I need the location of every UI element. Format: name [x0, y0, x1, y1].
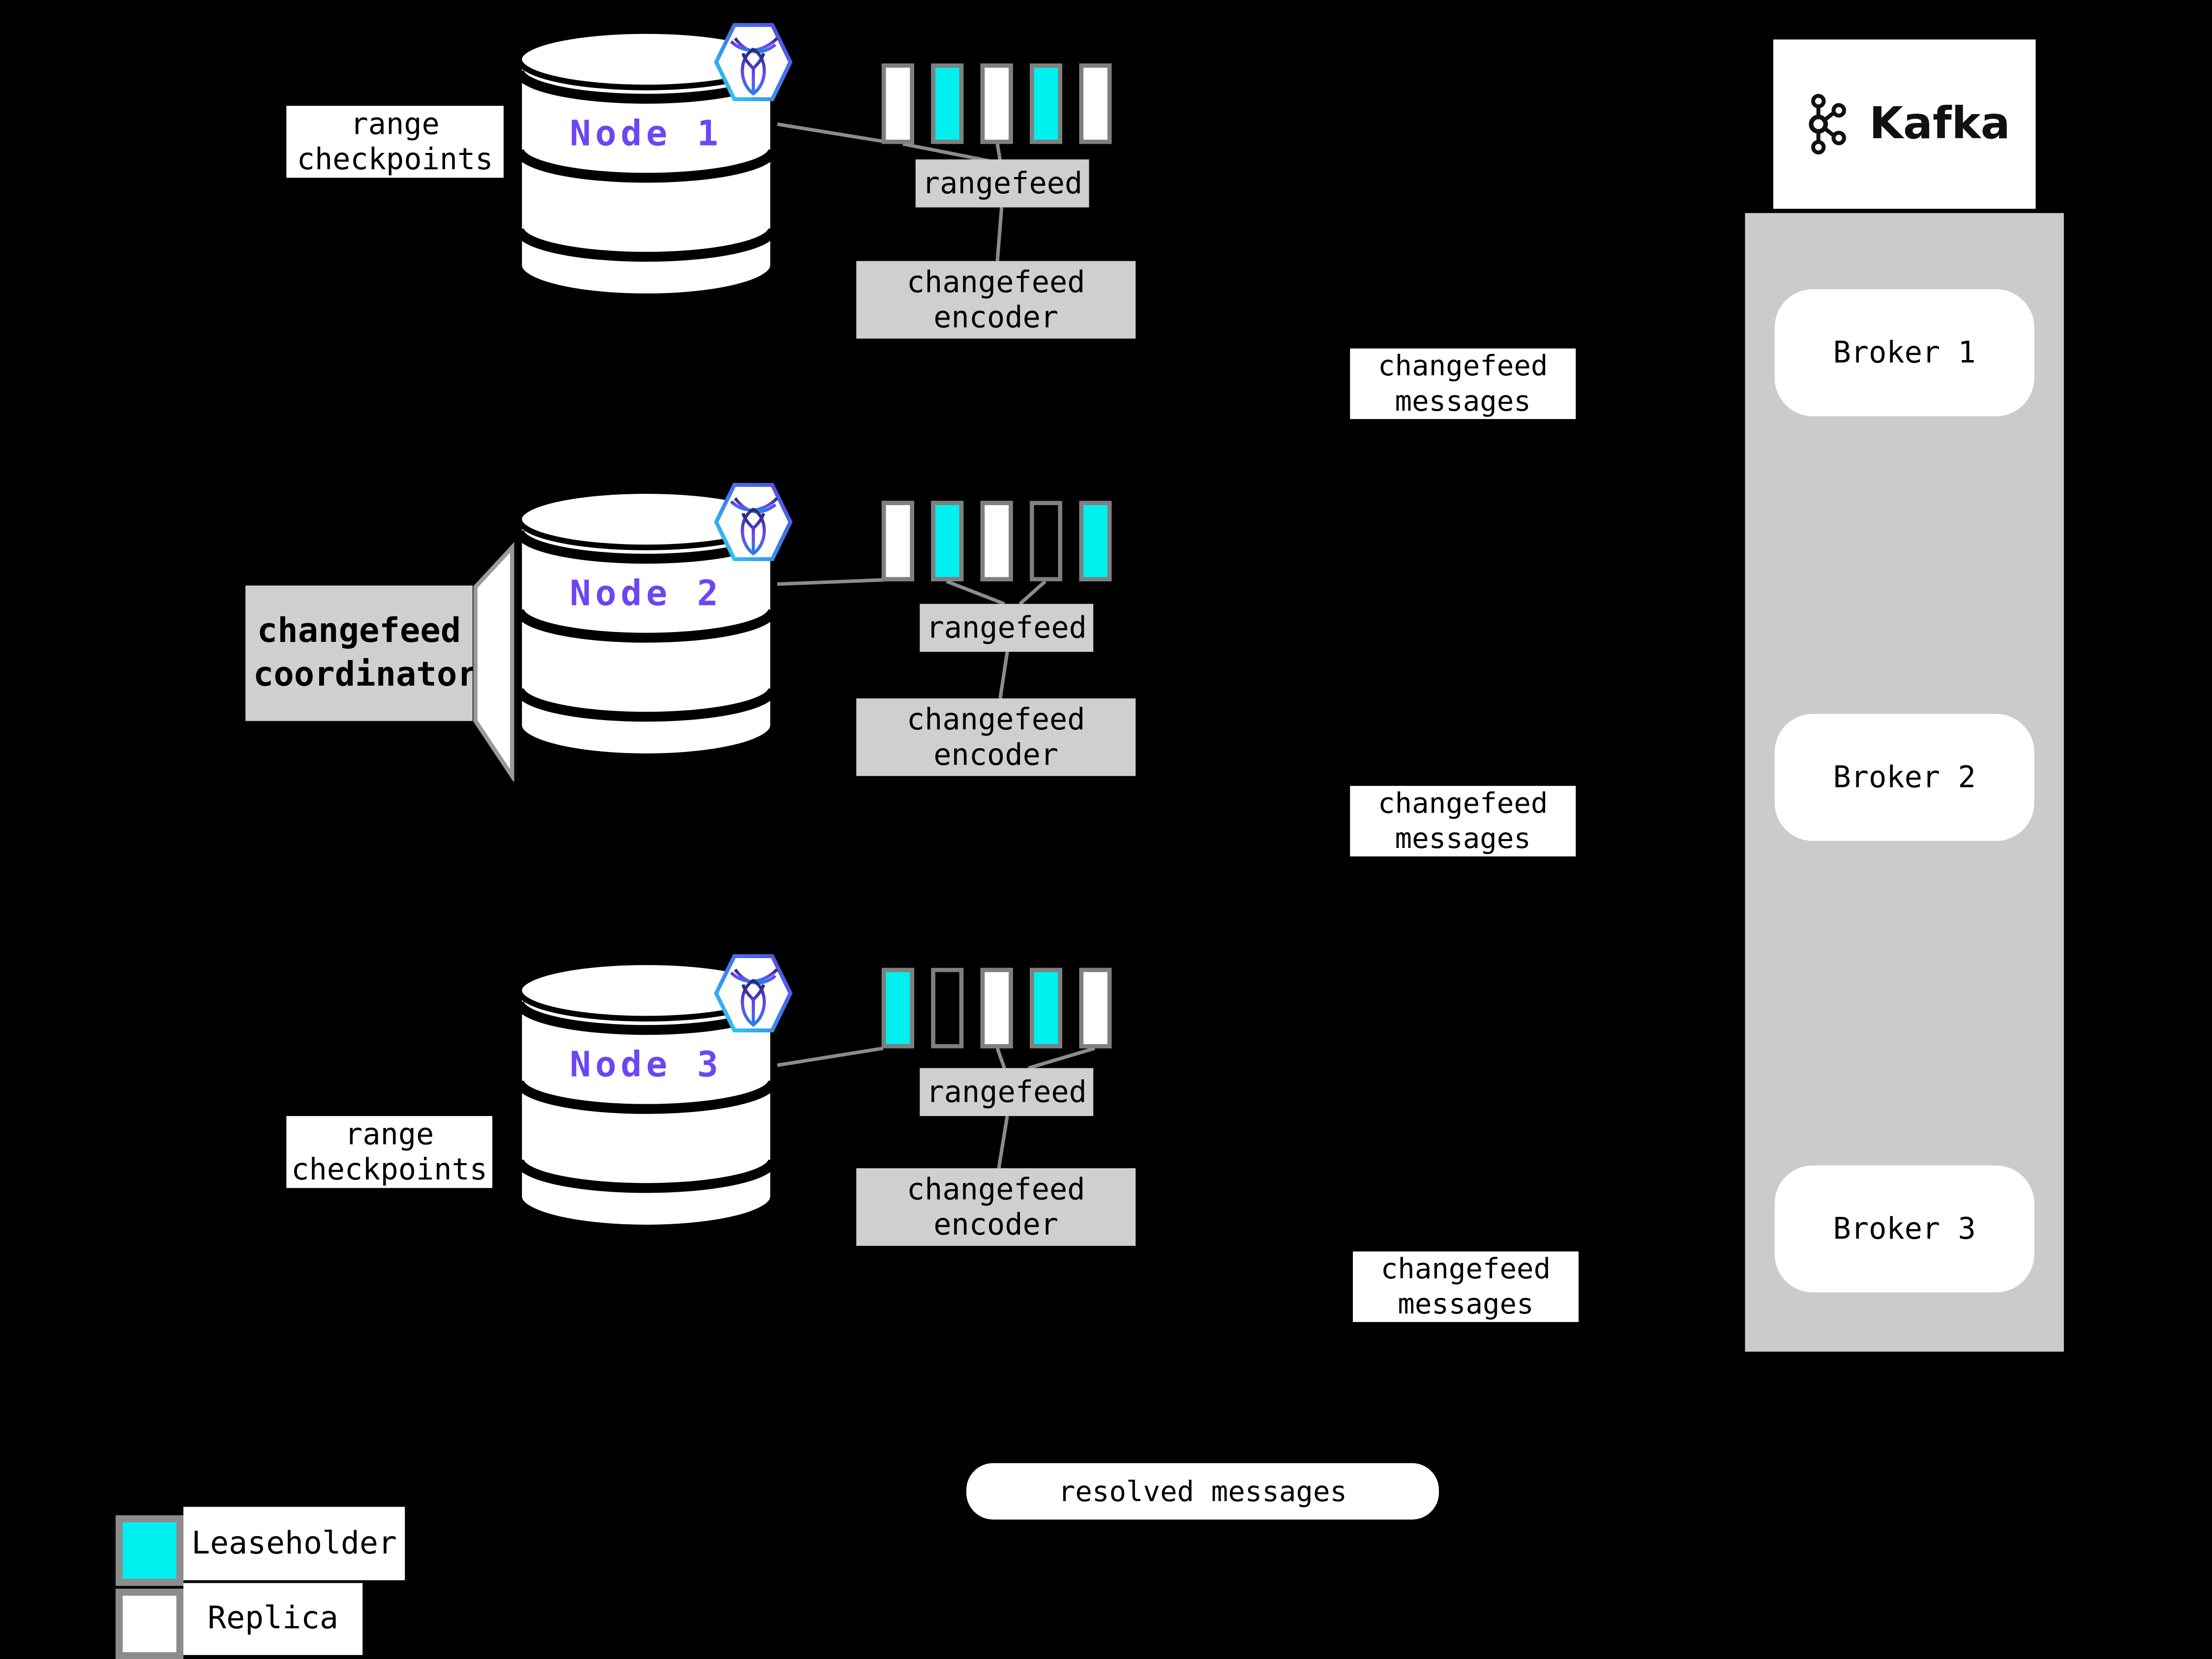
broker-label: Broker 3: [1833, 1212, 1976, 1246]
node2-label: Node 2: [569, 573, 723, 614]
node1-ranges: [881, 63, 1114, 144]
legend-leaseholder-swatch: [116, 1515, 183, 1586]
range-cell: [931, 967, 964, 1049]
legend-replica-label: Replica: [183, 1583, 363, 1655]
node3-rangefeed-box: rangefeed: [920, 1068, 1094, 1116]
encoder-text: changefeed encoder: [906, 264, 1085, 334]
node3-label: Node 3: [569, 1044, 723, 1085]
messages-text: changefeed messages: [1377, 348, 1548, 418]
range-cell: [1079, 967, 1112, 1049]
range-checkpoints-label-node1: range checkpoints: [286, 106, 504, 178]
broker-1: Broker 1: [1774, 289, 2034, 417]
range-cell: [931, 501, 964, 581]
node1-rangefeed-box: rangefeed: [915, 159, 1089, 208]
range-cell: [1030, 967, 1063, 1049]
coordinator-flag-shape: [473, 542, 514, 782]
node1-changefeed-encoder-box: changefeed encoder: [856, 261, 1136, 339]
range-checkpoints-text: range checkpoints: [297, 106, 493, 176]
node1-label: Node 1: [569, 113, 723, 154]
range-cell: [980, 501, 1013, 581]
encoder-text: changefeed encoder: [906, 702, 1085, 771]
node3-changefeed-encoder-box: changefeed encoder: [856, 1168, 1136, 1246]
messages-text: changefeed messages: [1377, 785, 1548, 855]
resolved-messages-text: resolved messages: [1058, 1474, 1347, 1508]
range-cell: [1030, 501, 1063, 581]
node2-changefeed-messages-label: changefeed messages: [1350, 785, 1576, 857]
cockroachdb-icon: [714, 23, 793, 102]
kafka-icon: [1799, 79, 1858, 170]
range-cell: [931, 63, 964, 144]
changefeed-coordinator-box: changefeed coordinator: [245, 585, 473, 721]
range-cell: [980, 63, 1013, 144]
range-cell: [881, 967, 914, 1049]
rangefeed-text: rangefeed: [926, 1074, 1087, 1109]
range-cell: [881, 63, 914, 144]
range-cell: [980, 967, 1013, 1049]
kafka-broker-container: Broker 1 Broker 2 Broker 3: [1745, 213, 2064, 1352]
kafka-wordmark: Kafka: [1869, 98, 2010, 150]
resolved-messages-pill: resolved messages: [966, 1463, 1439, 1520]
range-cell: [1030, 63, 1063, 144]
node2-rangefeed-box: rangefeed: [920, 603, 1094, 652]
broker-3: Broker 3: [1774, 1165, 2034, 1293]
cockroachdb-icon: [714, 954, 793, 1033]
node1-changefeed-messages-label: changefeed messages: [1350, 348, 1576, 419]
node2-ranges: [881, 501, 1114, 581]
legend-leaseholder-label: Leaseholder: [183, 1507, 405, 1580]
broker-label: Broker 1: [1833, 335, 1976, 370]
range-cell: [1079, 501, 1112, 581]
kafka-logo-box: Kafka: [1773, 39, 2036, 209]
messages-text: changefeed messages: [1380, 1251, 1551, 1321]
legend-replica-swatch: [116, 1589, 183, 1659]
range-cell: [881, 501, 914, 581]
range-checkpoints-label-node3: range checkpoints: [286, 1116, 493, 1188]
range-cell: [1079, 63, 1112, 144]
broker-label: Broker 2: [1833, 760, 1976, 795]
encoder-text: changefeed encoder: [906, 1172, 1085, 1241]
broker-2: Broker 2: [1774, 714, 2034, 841]
node3-changefeed-messages-label: changefeed messages: [1352, 1251, 1579, 1322]
coordinator-text: changefeed coordinator: [253, 611, 473, 694]
range-checkpoints-text: range checkpoints: [291, 1116, 488, 1186]
node3-ranges: [881, 967, 1114, 1049]
legend-text: Leaseholder: [191, 1526, 397, 1562]
cockroachdb-icon: [714, 483, 793, 562]
rangefeed-text: rangefeed: [922, 166, 1083, 200]
node2-changefeed-encoder-box: changefeed encoder: [856, 698, 1136, 776]
legend-text: Replica: [208, 1601, 339, 1637]
rangefeed-text: rangefeed: [926, 610, 1087, 644]
